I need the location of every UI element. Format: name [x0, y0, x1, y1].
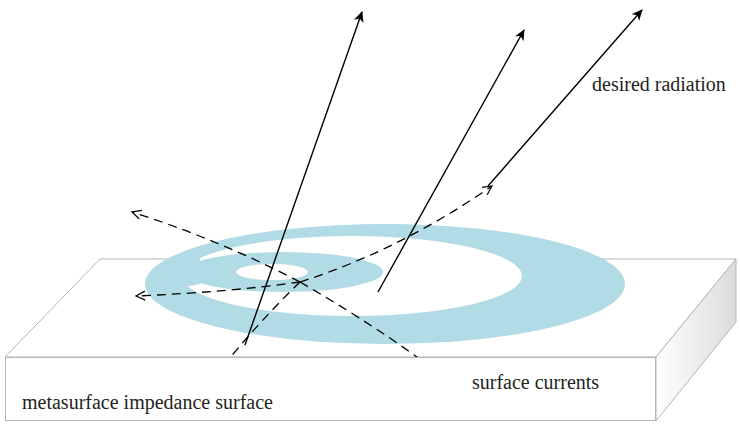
- radiation-label: desired radiation: [590, 72, 728, 96]
- radiation-arrows: [245, 10, 642, 345]
- slab-side: [656, 259, 736, 421]
- spiral-band: [145, 224, 625, 344]
- slab-label: metasurface impedance surface: [22, 390, 273, 414]
- currents-label: surface currents: [470, 370, 601, 394]
